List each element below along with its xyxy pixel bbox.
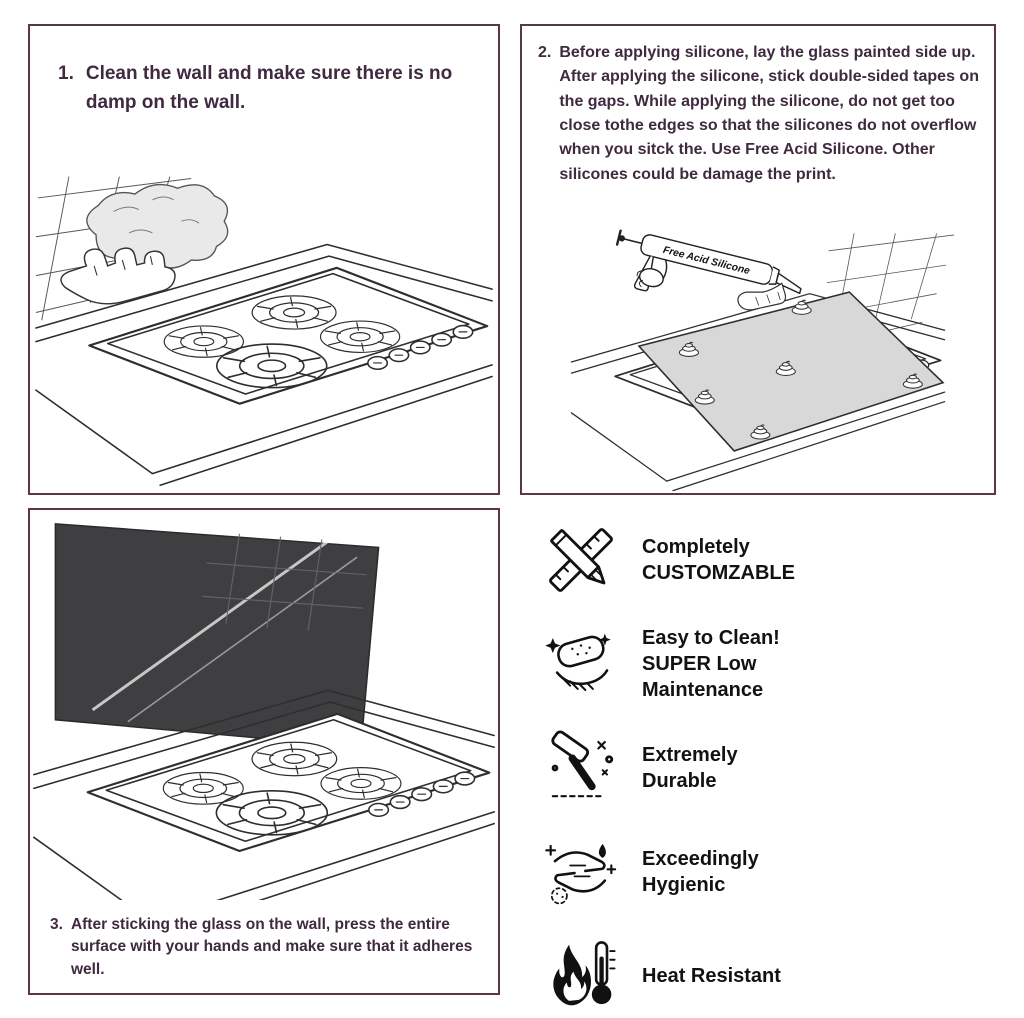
hammer-icon	[538, 726, 624, 810]
step-number: 1.	[58, 63, 74, 84]
step1-illustration	[30, 176, 498, 493]
feature-label: Heat Resistant	[642, 965, 781, 987]
feature-item-customizable: Completely CUSTOMZABLE	[538, 518, 1000, 602]
step-text: Before applying silicone, lay the glass …	[559, 44, 979, 183]
glass-panel-dark	[54, 523, 380, 748]
wiping-hand-illustration	[60, 247, 176, 305]
feature-item-heat-resistant: Heat Resistant	[538, 934, 1000, 1018]
pencil-ruler-icon	[538, 518, 624, 602]
step2-panel: 2. Before applying silicone, lay the gla…	[520, 24, 996, 495]
step-text: Clean the wall and make sure there is no…	[85, 63, 453, 113]
feature-label: Exceedingly Hygienic	[642, 848, 759, 896]
glass-window-reflection	[202, 533, 367, 631]
feature-item-hygienic: Exceedingly Hygienic	[538, 830, 1000, 914]
sponge-clean-icon	[538, 622, 624, 706]
step3-panel: 3. After sticking the glass on the wall,…	[28, 508, 500, 995]
feature-label: Completely CUSTOMZABLE	[642, 536, 795, 584]
step3-text-block: 3. After sticking the glass on the wall,…	[50, 914, 486, 981]
step-text: After sticking the glass on the wall, pr…	[70, 915, 473, 978]
step-number: 2.	[538, 44, 552, 61]
step2-text-block: 2. Before applying silicone, lay the gla…	[522, 26, 994, 187]
washing-hands-icon	[538, 830, 624, 914]
feature-item-durable: Extremely Durable	[538, 726, 1000, 810]
feature-item-easy-clean: Easy to Clean! SUPER Low Maintenance	[538, 622, 1000, 706]
step1-text-block: 1. Clean the wall and make sure there is…	[30, 26, 498, 117]
step3-illustration	[30, 523, 498, 900]
feature-label: Extremely Durable	[642, 744, 738, 792]
caulk-gun-illustration: Free Acid Silicone	[615, 229, 802, 295]
feature-label: Easy to Clean! SUPER Low Maintenance	[642, 627, 780, 701]
flame-thermometer-icon	[538, 934, 624, 1018]
step-number: 3.	[50, 915, 63, 933]
support-hand-illustration	[737, 282, 787, 311]
step2-illustration: Free Acid Silicone	[522, 229, 955, 493]
features-list: Completely CUSTOMZABLE	[538, 518, 1000, 1018]
step1-panel: 1. Clean the wall and make sure there is…	[28, 24, 500, 495]
